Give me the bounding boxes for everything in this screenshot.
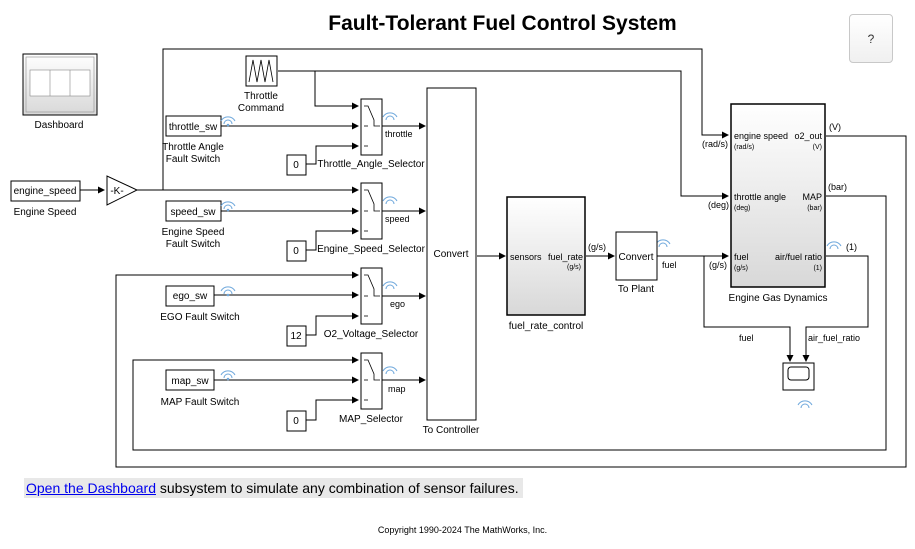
map-selector[interactable]: [360, 352, 383, 410]
ego-switch-label: EGO Fault Switch: [160, 312, 239, 323]
fuel-signal-label: fuel: [662, 260, 677, 270]
fuel-rate-in-port: sensors: [510, 252, 542, 262]
to-plant-block[interactable]: Convert: [615, 231, 658, 281]
egd-port-throttle-angle-unit: (deg): [734, 205, 750, 212]
dashboard-note: Open the Dashboard subsystem to simulate…: [24, 478, 523, 498]
fuel-rate-out-unit: (g/s): [567, 264, 581, 271]
engine-gas-dynamics-label: Engine Gas Dynamics: [729, 293, 828, 304]
throttle-switch-label-1: Throttle Angle: [162, 142, 224, 153]
speed-constant-value: 0: [293, 246, 299, 257]
deg-signal-unit: (deg): [708, 200, 729, 210]
map-constant-value: 0: [293, 416, 299, 427]
fuel-rate-control-block[interactable]: sensors fuel_rate (g/s): [506, 196, 586, 316]
v-signal-unit: (V): [829, 122, 841, 132]
egd-port-map: MAP: [802, 192, 822, 202]
o2-voltage-selector[interactable]: [360, 267, 383, 325]
fuel-rate-out-port: fuel_rate: [548, 252, 583, 262]
scope-block[interactable]: [782, 362, 815, 391]
egd-port-engine-speed: engine speed: [734, 131, 788, 141]
egd-port-map-unit: (bar): [807, 205, 822, 212]
speed-selector-label: Engine_Speed_Selector: [317, 244, 426, 255]
ego-switch-value: ego_sw: [173, 291, 208, 302]
speed-constant[interactable]: 0: [286, 240, 307, 262]
speed-signal-label: speed: [385, 214, 410, 224]
egd-port-fuel-unit: (g/s): [734, 265, 748, 272]
engine-speed-label: Engine Speed: [14, 207, 77, 218]
gs-signal-unit: (g/s): [709, 260, 727, 270]
map-selector-label: MAP_Selector: [339, 414, 404, 425]
one-signal-unit: (1): [846, 242, 857, 252]
dashboard-note-text: subsystem to simulate any combination of…: [155, 480, 519, 496]
throttle-switch-value: throttle_sw: [169, 122, 218, 133]
to-plant-inner: Convert: [618, 252, 653, 263]
speed-fault-switch[interactable]: speed_sw: [165, 200, 222, 222]
throttle-command-block[interactable]: [245, 55, 278, 87]
throttle-selector-label: Throttle_Angle_Selector: [317, 159, 425, 170]
speed-switch-label-2: Fault Switch: [166, 239, 220, 250]
to-controller-inner: Convert: [433, 249, 468, 260]
egd-port-engine-speed-unit: (rad/s): [734, 144, 754, 151]
gain-block[interactable]: -K-: [106, 175, 139, 206]
map-constant[interactable]: 0: [286, 410, 307, 432]
signal-lines: [80, 48, 907, 468]
throttle-angle-selector[interactable]: [360, 98, 383, 156]
dashboard-block[interactable]: [22, 53, 98, 116]
scope-af-label: air_fuel_ratio: [808, 333, 860, 343]
egd-port-af-ratio: air/fuel ratio: [775, 252, 822, 262]
ego-fault-switch[interactable]: ego_sw: [165, 285, 215, 307]
throttle-fault-switch[interactable]: throttle_sw: [165, 115, 222, 137]
throttle-command-label-1: Throttle: [244, 91, 278, 102]
engine-speed-inport[interactable]: engine_speed: [10, 180, 81, 202]
help-button[interactable]: ?: [849, 14, 893, 63]
speed-switch-value: speed_sw: [170, 207, 216, 218]
to-controller-block[interactable]: Convert: [426, 87, 477, 421]
model-title: Fault-Tolerant Fuel Control System: [328, 12, 677, 35]
map-switch-label: MAP Fault Switch: [161, 397, 240, 408]
egd-port-fuel: fuel: [734, 252, 749, 262]
rad-s-signal-unit: (rad/s): [702, 139, 728, 149]
to-controller-label: To Controller: [423, 425, 480, 436]
ego-selector-label: O2_Voltage_Selector: [324, 329, 419, 340]
map-signal-label: map: [388, 384, 406, 394]
egd-port-throttle-angle: throttle angle: [734, 192, 786, 202]
throttle-command-label-2: Command: [238, 103, 284, 114]
scope-fuel-label: fuel: [739, 333, 754, 343]
fuel-rate-control-label: fuel_rate_control: [509, 321, 584, 332]
egd-port-o2-out: o2_out: [794, 131, 822, 141]
egd-port-af-ratio-unit: (1): [813, 265, 822, 272]
ego-constant-value: 12: [290, 331, 302, 342]
throttle-signal-label: throttle: [385, 129, 413, 139]
speed-switch-label-1: Engine Speed: [162, 227, 225, 238]
engine-gas-dynamics-block[interactable]: engine speed (rad/s) throttle angle (deg…: [730, 103, 826, 288]
dashboard-label: Dashboard: [35, 120, 84, 131]
signal-wifi-icon: [220, 112, 842, 409]
engine-speed-value: engine_speed: [14, 186, 77, 197]
bar-signal-unit: (bar): [828, 182, 847, 192]
throttle-constant-value: 0: [293, 160, 299, 171]
egd-port-o2-out-unit: (V): [813, 144, 822, 151]
ego-constant[interactable]: 12: [286, 325, 307, 347]
map-switch-value: map_sw: [171, 376, 209, 387]
to-plant-label: To Plant: [618, 284, 654, 295]
throttle-switch-label-2: Fault Switch: [166, 154, 220, 165]
copyright: Copyright 1990-2024 The MathWorks, Inc.: [377, 525, 548, 535]
engine-speed-selector[interactable]: [360, 182, 383, 240]
ego-signal-label: ego: [390, 299, 405, 309]
fuel-rate-signal-unit: (g/s): [588, 242, 606, 252]
open-dashboard-link[interactable]: Open the Dashboard: [26, 480, 156, 496]
gain-value: -K-: [110, 186, 123, 197]
map-fault-switch[interactable]: map_sw: [165, 369, 215, 391]
throttle-constant[interactable]: 0: [286, 154, 307, 176]
